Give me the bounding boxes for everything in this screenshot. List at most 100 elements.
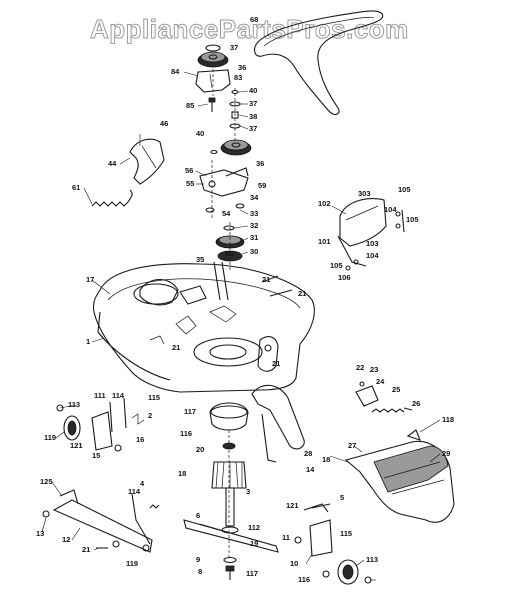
part-label: 15 (92, 451, 100, 460)
part-label: 102 (318, 199, 331, 208)
part-label: 9 (196, 555, 200, 564)
spindle-14[interactable] (211, 461, 247, 527)
part-label: 37 (249, 99, 257, 108)
part-label: 303 (358, 189, 371, 198)
bolt-85[interactable] (208, 97, 216, 112)
part-label: 37 (230, 43, 238, 52)
part-label: 115 (148, 393, 160, 402)
part-label: 22 (356, 363, 364, 372)
part-label: 29 (442, 449, 450, 458)
part-label: 21 (272, 359, 280, 368)
part-label: 121 (70, 441, 83, 450)
part-label: 28 (304, 449, 312, 458)
part-label: 14 (306, 465, 315, 474)
part-label: 44 (108, 159, 117, 168)
discharge-guard-101[interactable] (331, 198, 405, 271)
part-label: 105 (330, 261, 343, 270)
part-label: 125 (40, 477, 53, 486)
part-label: 116 (298, 575, 310, 584)
part-label: 17 (86, 275, 94, 284)
part-label: 112 (248, 523, 260, 532)
part-label: 36 (256, 159, 264, 168)
belt-guard-44[interactable] (129, 138, 165, 185)
part-label: 30 (250, 247, 258, 256)
part-label: 10 (290, 559, 298, 568)
deck-bolts-21[interactable] (261, 275, 293, 297)
part-label: 113 (366, 555, 378, 564)
leader-lines (41, 71, 441, 581)
mower-blade-11[interactable] (183, 519, 279, 553)
spring-61[interactable] (91, 189, 133, 207)
part-label: 11 (282, 533, 290, 542)
part-label: 2 (148, 411, 152, 420)
part-label: 118 (442, 415, 454, 424)
belt-keeper-20[interactable] (251, 384, 305, 463)
part-label: 117 (184, 407, 196, 416)
part-label: 21 (262, 275, 270, 284)
part-label: 4 (140, 479, 145, 488)
mower-deck-housing[interactable] (92, 263, 315, 393)
spacer-54[interactable] (205, 160, 245, 220)
part-label: 101 (318, 237, 331, 246)
part-label: 19 (250, 539, 258, 548)
part-label: 104 (384, 205, 397, 214)
part-label: 40 (249, 86, 257, 95)
part-label: 119 (126, 559, 138, 568)
part-label: 25 (392, 385, 400, 394)
part-label: 46 (160, 119, 168, 128)
idler-arm-59[interactable] (199, 149, 249, 197)
part-label: 16 (136, 435, 144, 444)
front-hanger-3[interactable] (42, 489, 160, 553)
part-label: 115 (340, 529, 352, 538)
part-label: 8 (198, 567, 202, 576)
part-label: 27 (348, 441, 356, 450)
part-label: 111 (94, 391, 106, 400)
part-label: 59 (258, 181, 266, 190)
part-label: 103 (366, 239, 379, 248)
part-label: 113 (68, 400, 80, 409)
part-label: 54 (222, 209, 231, 218)
part-label: 105 (398, 185, 411, 194)
gauge-wheel-left[interactable] (56, 397, 145, 452)
part-label: 20 (196, 445, 204, 454)
part-label: 31 (250, 233, 258, 242)
part-label: 3 (246, 487, 250, 496)
part-label: 21 (82, 545, 90, 554)
discharge-chute-27[interactable] (344, 429, 455, 523)
part-label: 38 (249, 112, 257, 121)
part-label: 83 (234, 73, 242, 82)
mandrel-bracket-22[interactable] (355, 381, 413, 413)
idler-pulley-upper[interactable] (197, 44, 229, 68)
gauge-wheel-right[interactable] (294, 503, 372, 585)
spindle-housing-16[interactable] (209, 402, 249, 431)
part-label: 104 (366, 251, 379, 260)
part-label: 1 (86, 337, 90, 346)
part-label: 35 (196, 255, 204, 264)
idler-bracket-84[interactable] (195, 69, 231, 93)
part-label: 12 (62, 535, 70, 544)
part-label: 18 (178, 469, 186, 478)
part-label: 85 (186, 101, 194, 110)
deck-baffle-17[interactable] (139, 278, 207, 306)
belt-68[interactable] (253, 10, 384, 116)
part-label: 21 (298, 289, 306, 298)
part-label: 61 (72, 183, 80, 192)
part-label: 114 (128, 487, 141, 496)
part-label: 117 (246, 569, 258, 578)
part-label: 56 (185, 166, 193, 175)
part-label: 114 (112, 391, 125, 400)
idler-pulley-right[interactable] (220, 88, 252, 156)
part-label: 68 (250, 15, 258, 24)
part-label: 84 (171, 67, 180, 76)
part-label: 119 (44, 433, 56, 442)
part-label: 21 (172, 343, 180, 352)
part-number-labels: 68 37 36 84 83 85 40 37 38 37 46 44 40 3… (36, 15, 454, 584)
part-label: 23 (370, 365, 378, 374)
blade-adapter-12[interactable] (221, 526, 239, 534)
part-label: 105 (406, 215, 419, 224)
part-label: 5 (340, 493, 344, 502)
part-label: 13 (36, 529, 44, 538)
part-label: 32 (250, 221, 258, 230)
blade-bolt-8[interactable] (223, 556, 237, 581)
part-label: 116 (180, 429, 192, 438)
